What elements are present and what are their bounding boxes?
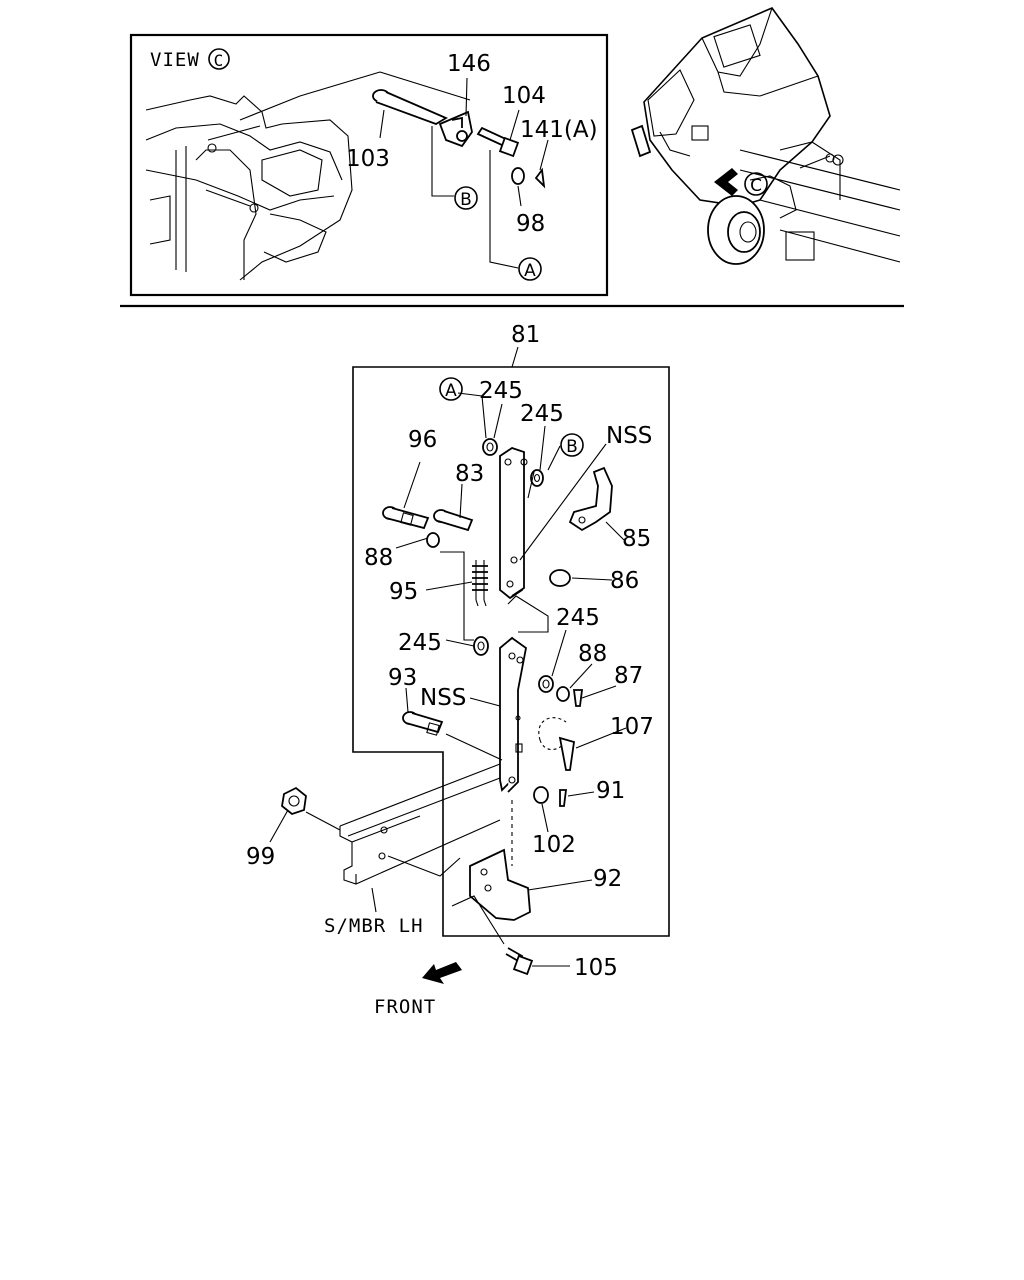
- callout-105: 105: [574, 955, 618, 981]
- callout-95: 95: [389, 579, 418, 605]
- spring-95: [472, 560, 488, 607]
- bracket-92: [469, 848, 531, 921]
- nut-99: [281, 786, 307, 816]
- bolt-104: [476, 126, 520, 158]
- callout-102: 102: [532, 832, 576, 858]
- washer-88-lower: [556, 686, 570, 702]
- callout-86: 86: [610, 568, 639, 594]
- washer-102: [533, 786, 549, 804]
- inset-ref-b-circle: [454, 186, 478, 210]
- side-member-lh: [339, 763, 501, 885]
- callout-245-c: 245: [398, 630, 442, 656]
- bolt-105: [505, 947, 534, 976]
- pin-103: [372, 71, 471, 125]
- callout-103: 103: [346, 146, 390, 172]
- callout-88-upper: 88: [364, 545, 393, 571]
- main-ref-a-circle: [439, 377, 463, 401]
- main-ref-b: B: [566, 437, 578, 457]
- inset-frame: [129, 33, 609, 297]
- callout-245-a: 245: [479, 378, 523, 404]
- callout-91: 91: [596, 778, 625, 804]
- callout-nss-lower: NSS: [420, 685, 466, 711]
- lower-link: [499, 636, 527, 793]
- lock-pin-107: [538, 717, 576, 771]
- pin-93: [402, 711, 444, 736]
- connection-lines: [305, 471, 549, 945]
- washer-88-upper: [426, 532, 440, 548]
- view-arrow-icon: [714, 168, 738, 196]
- inset-ref-a: A: [524, 261, 536, 281]
- callout-81: 81: [511, 322, 540, 348]
- washer-98: [511, 167, 525, 185]
- bracket-85: [568, 466, 613, 532]
- bracket-146: [438, 110, 473, 148]
- cab-structure-sketch: [145, 71, 381, 281]
- cotter-pin-87: [572, 689, 584, 707]
- bushing-245-a: [482, 438, 498, 456]
- callout-85: 85: [622, 526, 651, 552]
- callout-88-lower: 88: [578, 641, 607, 667]
- bushing-245-d: [538, 675, 554, 693]
- callout-87: 87: [614, 663, 643, 689]
- callout-146: 146: [447, 51, 491, 77]
- frame-label: S/MBR LH: [324, 915, 424, 937]
- cotter-pin-91: [559, 789, 568, 807]
- front-wheel: [707, 195, 765, 265]
- inset-ref-a-circle: [518, 257, 542, 281]
- view-marker-circle: [744, 172, 768, 196]
- callout-83: 83: [455, 461, 484, 487]
- view-ref-circle: [208, 48, 230, 70]
- clip-141: [534, 167, 546, 189]
- assembly-81-boundary: [352, 366, 670, 937]
- inset-ref-b: B: [460, 190, 472, 210]
- callout-98: 98: [516, 211, 545, 237]
- callout-nss-upper: NSS: [606, 423, 652, 449]
- callout-96: 96: [408, 427, 437, 453]
- pin-83: [433, 509, 474, 532]
- callout-245-b: 245: [520, 401, 564, 427]
- callout-99: 99: [246, 844, 275, 870]
- main-ref-a: A: [445, 381, 457, 401]
- front-arrow-icon: [422, 962, 462, 984]
- main-ref-b-circle: [560, 433, 584, 457]
- view-c-inset: VIEW C: [129, 33, 609, 297]
- bushing-245-c: [473, 636, 489, 656]
- main-leaders: [269, 392, 627, 967]
- callout-92: 92: [593, 866, 622, 892]
- view-marker-letter: C: [750, 176, 762, 196]
- snap-ring-86: [549, 569, 571, 587]
- callout-107: 107: [610, 714, 654, 740]
- callout-104: 104: [502, 83, 546, 109]
- upper-link: [499, 446, 528, 600]
- front-label: FRONT: [374, 996, 436, 1018]
- callout-93: 93: [388, 665, 417, 691]
- view-title: VIEW: [150, 49, 200, 71]
- truck-overview: C: [630, 7, 901, 265]
- callout-245-d: 245: [556, 605, 600, 631]
- callout-141: 141(A): [520, 117, 598, 143]
- main-assembly: 81: [246, 322, 670, 1018]
- inset-leaders: [379, 77, 549, 269]
- view-ref-letter: C: [214, 51, 225, 70]
- pin-96: [382, 506, 430, 530]
